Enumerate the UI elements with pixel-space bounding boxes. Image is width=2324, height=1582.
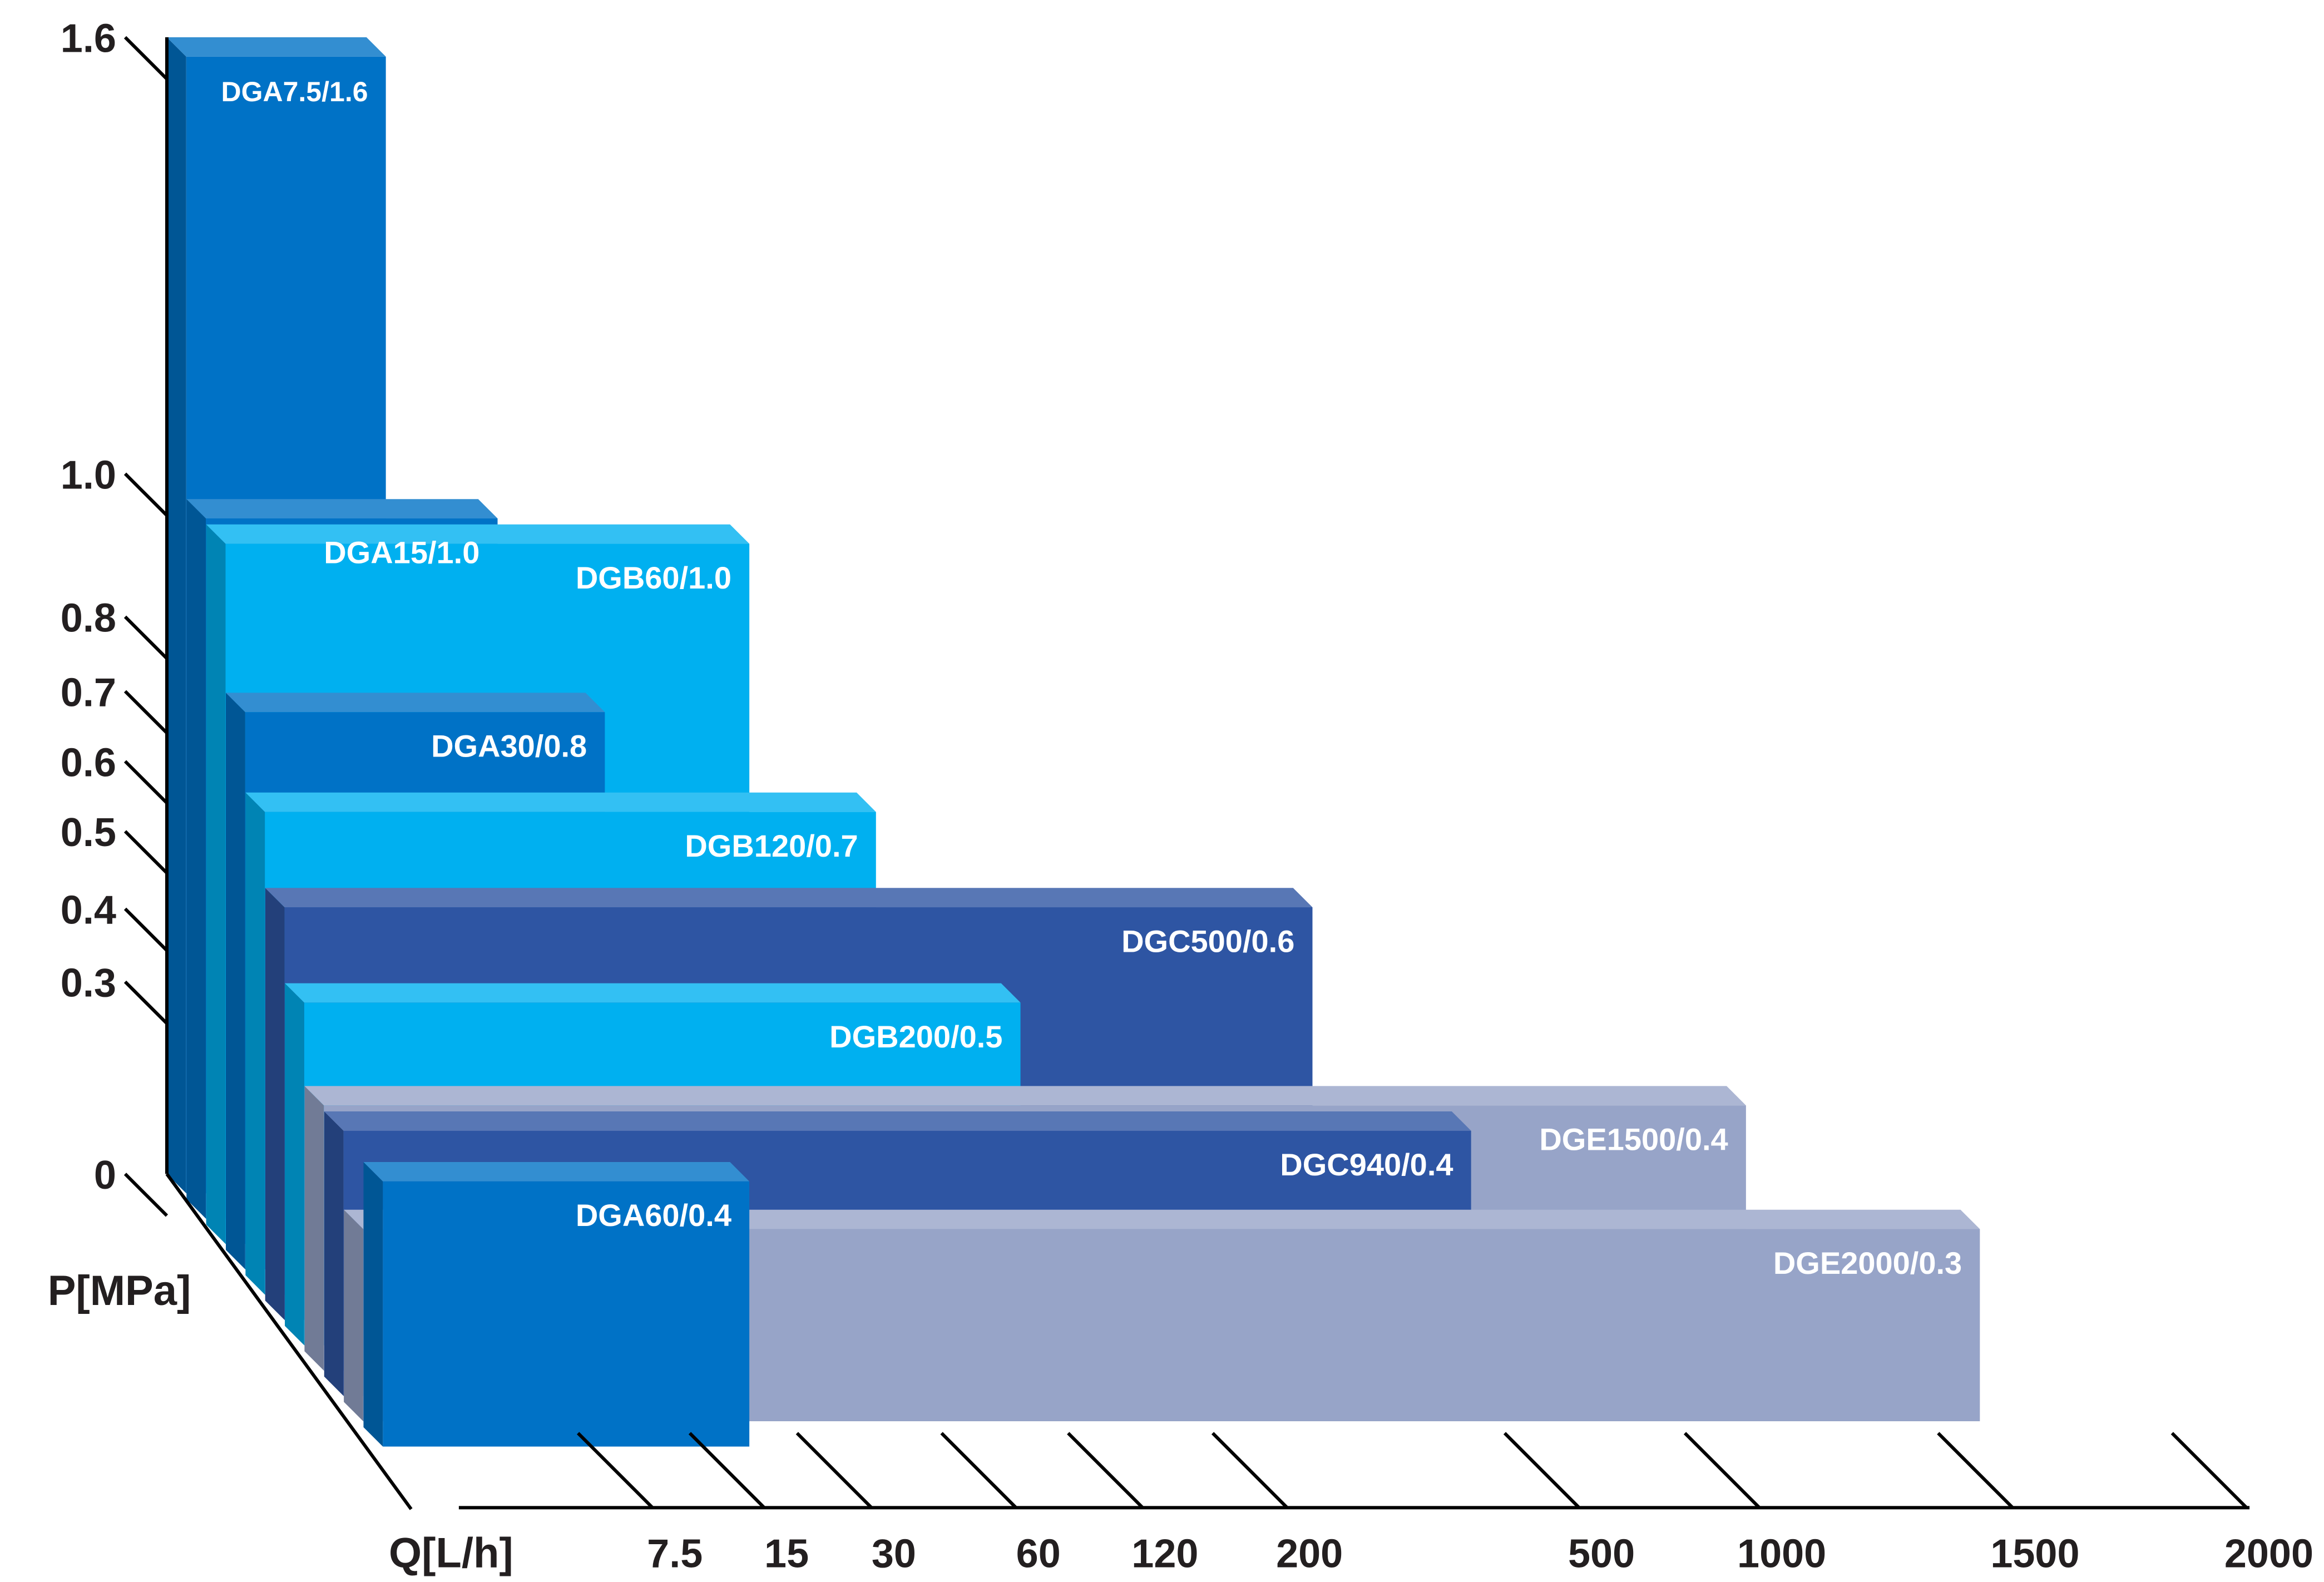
bar-side (265, 888, 285, 1320)
bar-top (363, 1162, 750, 1181)
p-tick-label-0-5: 0.5 (61, 810, 116, 855)
q-tick-label-2000: 2000 (2224, 1531, 2313, 1576)
bar-top (245, 792, 876, 812)
bar-top (285, 983, 1021, 1003)
q-tick-label-500: 500 (1568, 1531, 1635, 1576)
bar-side (166, 37, 186, 1194)
bar-side (344, 1209, 363, 1422)
bar-top (344, 1209, 1980, 1229)
p-axis-title: P[MPa] (48, 1267, 191, 1314)
q-tick-500 (1503, 1432, 1581, 1509)
bar-top (186, 499, 498, 519)
q-tick-120 (1067, 1432, 1144, 1509)
q-tick-label-200: 200 (1276, 1531, 1343, 1576)
p-tick-1-6 (123, 36, 169, 81)
q-tick-label-1000: 1000 (1737, 1531, 1826, 1576)
p-tick-label-0-4: 0.4 (61, 888, 116, 932)
q-tick-label-60: 60 (1016, 1531, 1061, 1576)
p-tick-label-0-6: 0.6 (61, 740, 116, 785)
q-tick-15 (688, 1432, 766, 1509)
p-tick-1-0 (123, 472, 169, 517)
bar-label-dga30-0-8: DGA30/0.8 (431, 729, 587, 764)
bar-side (324, 1111, 344, 1396)
bar-top (304, 1086, 1746, 1106)
q-tick-label-15: 15 (764, 1531, 809, 1576)
q-axis-title: Q[L/h] (389, 1529, 513, 1576)
bar-top (226, 693, 605, 713)
p-tick-0 (123, 1173, 169, 1217)
bar-front (383, 1181, 750, 1447)
p-tick-label-0-3: 0.3 (61, 961, 116, 1006)
bar-label-dge1500-0-4: DGE1500/0.4 (1539, 1122, 1728, 1157)
axes-layer (123, 36, 2250, 1510)
p-tick-0-8 (123, 615, 169, 660)
bars-layer (166, 37, 1980, 1447)
bar-label-dga60-0-4: DGA60/0.4 (576, 1198, 731, 1233)
bar-label-dgb120-0-7: DGB120/0.7 (685, 828, 858, 863)
bar-label-dge2000-0-3: DGE2000/0.3 (1773, 1245, 1962, 1281)
bar-top (206, 524, 750, 544)
bar-top (166, 37, 386, 57)
q-tick-200 (1211, 1432, 1289, 1509)
p-tick-label-0-7: 0.7 (61, 670, 116, 715)
bar-side (304, 1086, 324, 1371)
p-tick-label-1-6: 1.6 (61, 17, 116, 61)
p-tick-label-0-8: 0.8 (61, 596, 116, 641)
bar-label-dga7-5-1-6: DGA7.5/1.6 (221, 76, 368, 107)
p-tick-0-4 (123, 907, 169, 952)
q-tick-1000 (1683, 1432, 1761, 1509)
p-tick-label-0: 0 (94, 1153, 116, 1198)
labels-layer: DGA7.5/1.6DGA15/1.0DGB60/1.0DGA30/0.8DGB… (48, 17, 2313, 1577)
q-tick-2000 (2170, 1432, 2248, 1509)
bar-side (226, 693, 245, 1269)
q-tick-30 (795, 1432, 873, 1509)
bar-top (265, 888, 1313, 908)
q-tick-1500 (1937, 1432, 2014, 1509)
q-tick-label-120: 120 (1131, 1531, 1198, 1576)
q-tick-label-30: 30 (872, 1531, 916, 1576)
q-tick-label-7-5: 7.5 (647, 1531, 703, 1576)
p-tick-0-6 (123, 760, 169, 804)
p-tick-0-7 (123, 690, 169, 734)
bar-label-dga15-1-0: DGA15/1.0 (324, 535, 479, 570)
bar-label-dgc940-0-4: DGC940/0.4 (1280, 1147, 1453, 1182)
depth-axis-line (165, 1173, 413, 1510)
bar-side (245, 792, 265, 1295)
p-tick-0-3 (123, 980, 169, 1025)
bar-side (363, 1162, 383, 1447)
bar-label-dgb60-1-0: DGB60/1.0 (576, 560, 731, 595)
bar-label-dgb200-0-5: DGB200/0.5 (829, 1019, 1002, 1054)
bar-label-dgc500-0-6: DGC500/0.6 (1121, 923, 1294, 958)
q-tick-label-1500: 1500 (1990, 1531, 2079, 1576)
bar-side (206, 524, 226, 1244)
bar-dga60-0-4 (363, 1162, 750, 1447)
bar-top (324, 1111, 1471, 1131)
bar-side (186, 499, 206, 1219)
p-tick-0-5 (123, 830, 169, 874)
p-tick-label-1-0: 1.0 (61, 453, 116, 497)
bar-side (285, 983, 304, 1346)
q-tick-7-5 (577, 1432, 654, 1509)
q-tick-60 (940, 1432, 1017, 1509)
